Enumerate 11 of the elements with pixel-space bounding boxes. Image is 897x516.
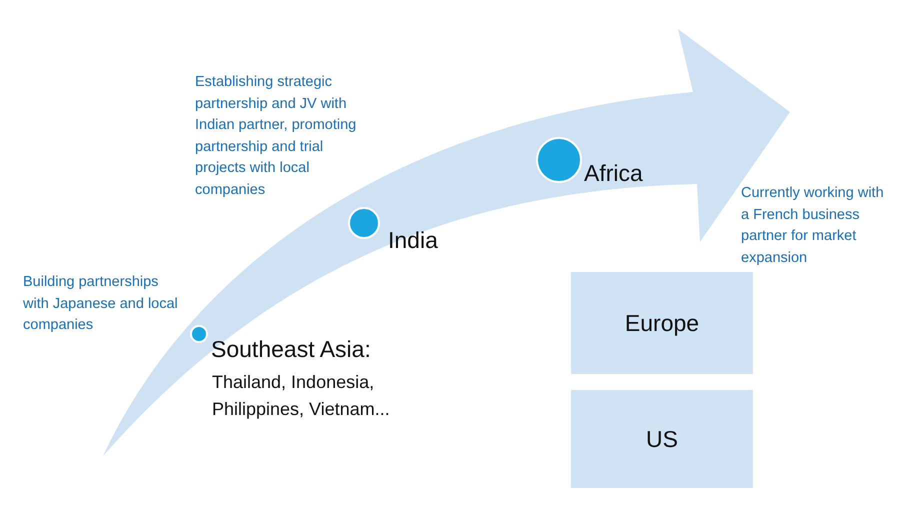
region-name: Southeast Asia: <box>211 336 371 363</box>
country-list: Thailand, Indonesia, Philippines, Vietnam... <box>212 369 442 423</box>
region-box <box>571 390 753 488</box>
region-label: Europe <box>624 310 700 336</box>
region-label: US <box>646 426 678 452</box>
note-text: Currently working with a French business partner for market expansion <box>741 184 885 268</box>
region-box <box>571 272 753 374</box>
region-name: India <box>388 227 438 254</box>
note-text: Establishing strategic partnership and JV with Indian partner, promoting partnership and trial projects with local companies <box>195 73 358 200</box>
note-text: Building partnerships with Japanese and local companies <box>23 273 179 335</box>
region-name: Africa <box>584 160 643 187</box>
